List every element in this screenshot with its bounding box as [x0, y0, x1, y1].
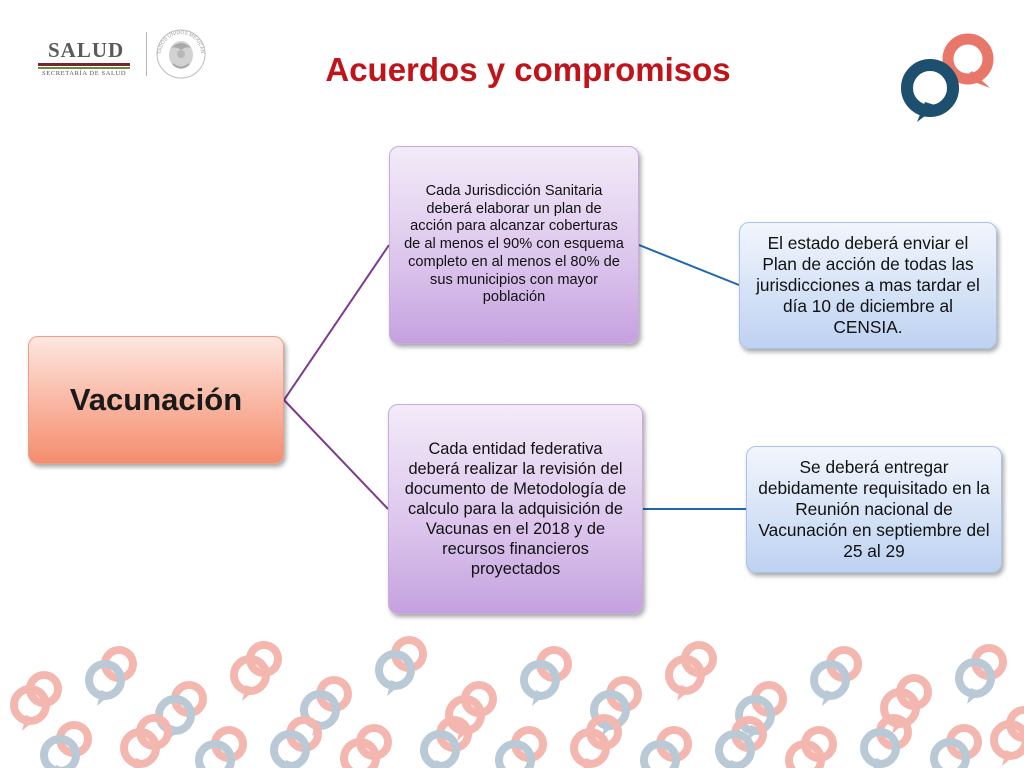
root-node-label: Vacunación [69, 382, 243, 417]
speech-ring-icon [990, 706, 1024, 766]
salud-logo-word: SALUD [48, 38, 125, 62]
speech-rings-pattern [10, 636, 1024, 768]
speech-ring-icon [785, 726, 837, 768]
speech-ring-icon [375, 636, 427, 696]
speech-ring-icon [640, 726, 692, 768]
branch-node-text: Cada entidad federativa deberá realizar … [404, 439, 627, 579]
speech-ring-icon [930, 724, 982, 768]
connector-line [283, 244, 390, 401]
speech-ring-icon [300, 676, 352, 736]
leaf-node: El estado deberá enviar el Plan de acció… [739, 222, 997, 349]
speech-rings-logo-icon [901, 33, 994, 122]
speech-ring-icon [10, 671, 62, 731]
speech-ring-icon [810, 646, 862, 706]
speech-ring-icon [735, 681, 787, 741]
leaf-node-text: Se deberá entregar debidamente requisita… [758, 456, 990, 562]
salud-logo: SALUD SECRETARÍA DE SALUD [38, 34, 138, 78]
page-title: Acuerdos y compromisos [325, 51, 731, 88]
speech-ring-icon [590, 676, 642, 736]
leaf-node: Se deberá entregar debidamente requisita… [746, 446, 1002, 573]
speech-ring-icon [955, 644, 1007, 704]
salud-logo-subtitle: SECRETARÍA DE SALUD [42, 70, 127, 77]
speech-ring-icon [230, 641, 282, 701]
speech-ring-icon [570, 714, 622, 768]
speech-ring-icon [270, 716, 322, 768]
speech-ring-icon [860, 714, 912, 768]
logo-divider [146, 32, 147, 76]
speech-ring-icon [665, 641, 717, 701]
connector-line [283, 399, 389, 510]
speech-ring-icon [120, 714, 172, 768]
speech-ring-icon [715, 716, 767, 768]
speech-ring-icon [85, 646, 137, 706]
logo-bar [38, 67, 130, 69]
speech-ring-icon [520, 646, 572, 706]
root-node: Vacunación [28, 336, 284, 464]
speech-ring-icon [495, 726, 547, 768]
branch-node-text: Cada Jurisdicción Sanitaria deberá elabo… [404, 182, 624, 306]
national-seal-icon: ESTADOS UNIDOS MEXICANOS [153, 24, 206, 79]
logo-bar [38, 63, 130, 66]
branch-node: Cada entidad federativa deberá realizar … [388, 404, 643, 614]
connector-line [638, 244, 740, 286]
leaf-node-text: El estado deberá enviar el Plan de acció… [756, 232, 980, 338]
speech-ring-icon [195, 726, 247, 768]
branch-node: Cada Jurisdicción Sanitaria deberá elabo… [389, 146, 639, 344]
speech-ring-icon [340, 724, 392, 768]
speech-ring-icon [420, 716, 472, 768]
speech-ring-icon [40, 721, 92, 768]
